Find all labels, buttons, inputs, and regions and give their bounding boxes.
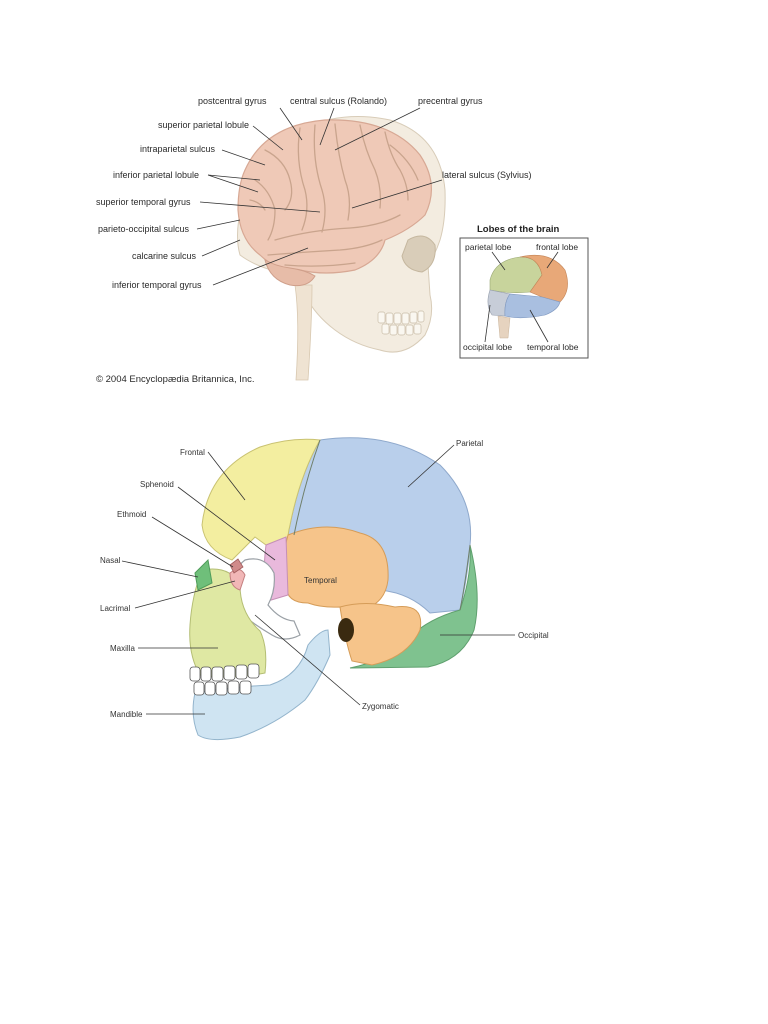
svg-text:superior temporal gyrus: superior temporal gyrus <box>96 197 191 207</box>
brain-label-lateral-sulcus: lateral sulcus (Sylvius) <box>351 170 532 209</box>
eye-socket <box>401 235 436 273</box>
svg-text:inferior temporal gyrus: inferior temporal gyrus <box>112 280 202 290</box>
svg-text:Occipital: Occipital <box>518 631 549 640</box>
skull-label-lacrimal: Lacrimal <box>100 580 236 613</box>
temporal-lobe <box>504 293 561 319</box>
svg-text:inferior parietal lobule: inferior parietal lobule <box>113 170 199 180</box>
svg-text:Ethmoid: Ethmoid <box>117 510 146 519</box>
brain-anatomy-figure: postcentral gyrus central sulcus (Roland… <box>96 96 589 385</box>
nasal-bone <box>194 558 213 591</box>
brain-label-inferior-parietal-lobule: inferior parietal lobule <box>113 170 261 193</box>
inset-label-occipital: occipital lobe <box>463 342 512 352</box>
svg-text:Frontal: Frontal <box>180 448 205 457</box>
skull-label-parietal: Parietal <box>407 439 483 488</box>
brain-label-precentral-gyrus: precentral gyrus <box>334 96 483 151</box>
svg-text:intraparietal sulcus: intraparietal sulcus <box>140 144 216 154</box>
brain-label-intraparietal-sulcus: intraparietal sulcus <box>140 144 266 166</box>
svg-text:Temporal: Temporal <box>304 576 337 585</box>
brain-label-inferior-temporal-gyrus: inferior temporal gyrus <box>112 247 309 290</box>
inset-title: Lobes of the brain <box>477 224 560 235</box>
skull-label-occipital: Occipital <box>440 631 549 640</box>
cerebellum <box>264 258 316 287</box>
svg-text:Maxilla: Maxilla <box>110 644 135 653</box>
svg-text:superior parietal lobule: superior parietal lobule <box>158 120 249 130</box>
svg-text:Lacrimal: Lacrimal <box>100 604 130 613</box>
brain-illustration <box>237 119 433 287</box>
svg-text:central sulcus (Rolando): central sulcus (Rolando) <box>290 96 387 106</box>
svg-text:calcarine sulcus: calcarine sulcus <box>132 251 197 261</box>
svg-text:Parietal: Parietal <box>456 439 483 448</box>
brain-label-calcarine-sulcus: calcarine sulcus <box>132 239 241 261</box>
inset-label-temporal: temporal lobe <box>527 342 579 352</box>
temporal-bone <box>283 526 389 611</box>
svg-text:lateral sulcus (Sylvius): lateral sulcus (Sylvius) <box>442 170 532 180</box>
svg-text:precentral gyrus: precentral gyrus <box>418 96 483 106</box>
lobes-inset: Lobes of the brain parietal lobe frontal… <box>459 224 589 359</box>
mandible-bone <box>192 629 331 741</box>
skull-label-zygomatic: Zygomatic <box>254 614 399 711</box>
svg-text:postcentral gyrus: postcentral gyrus <box>198 96 267 106</box>
skull-teeth <box>189 663 260 696</box>
frontal-bone <box>201 438 321 567</box>
skull-label-nasal: Nasal <box>100 556 199 578</box>
skull-label-frontal: Frontal <box>180 448 246 501</box>
frontal-lobe <box>519 254 568 303</box>
brain-label-superior-temporal-gyrus: superior temporal gyrus <box>96 197 321 213</box>
ethmoid-bone <box>229 558 244 574</box>
skull-label-temporal: Temporal <box>304 576 337 585</box>
brain-label-central-sulcus: central sulcus (Rolando) <box>290 96 387 146</box>
brain-label-parieto-occipital-sulcus: parieto-occipital sulcus <box>98 219 241 234</box>
brain-label-postcentral-gyrus: postcentral gyrus <box>198 96 303 141</box>
svg-text:Zygomatic: Zygomatic <box>362 702 399 711</box>
copyright-notice: © 2004 Encyclopædia Britannica, Inc. <box>96 374 255 385</box>
ear-canal <box>338 618 354 642</box>
inset-label-frontal: frontal lobe <box>536 242 578 252</box>
svg-text:Mandible: Mandible <box>110 710 143 719</box>
skull-bones-figure: Frontal Parietal Sphenoid Ethmoid Nasal … <box>100 437 549 741</box>
skull-label-maxilla: Maxilla <box>110 644 218 653</box>
brain-label-superior-parietal-lobule: superior parietal lobule <box>158 120 284 151</box>
teeth <box>377 310 425 336</box>
skull-label-mandible: Mandible <box>110 710 205 719</box>
inset-label-parietal: parietal lobe <box>465 242 512 252</box>
svg-text:Sphenoid: Sphenoid <box>140 480 174 489</box>
svg-text:parieto-occipital sulcus: parieto-occipital sulcus <box>98 224 190 234</box>
svg-text:Nasal: Nasal <box>100 556 121 565</box>
skull-label-ethmoid: Ethmoid <box>117 510 234 568</box>
skull-label-sphenoid: Sphenoid <box>140 480 276 561</box>
